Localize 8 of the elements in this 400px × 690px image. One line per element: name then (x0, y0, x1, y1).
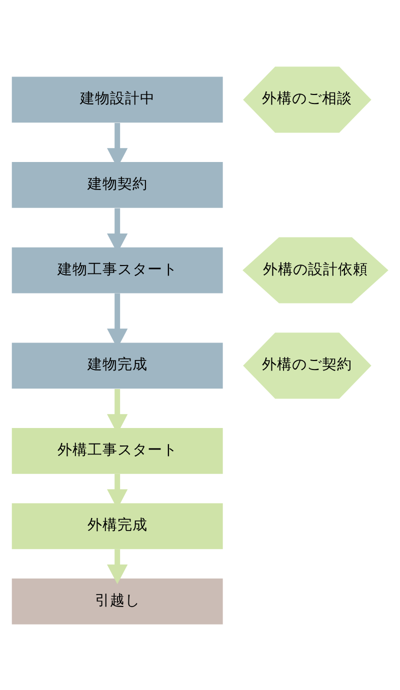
node-box: 建物工事スタート (12, 246, 223, 293)
node-box: 建物設計中 (12, 76, 223, 122)
node-box: 建物完成 (12, 342, 223, 388)
arrow (107, 548, 128, 584)
node-box: 引越し (12, 578, 223, 624)
node-box: 外構完成 (12, 502, 223, 549)
node-box: 外構工事スタート (12, 428, 223, 474)
node-box: 建物契約 (12, 162, 223, 208)
